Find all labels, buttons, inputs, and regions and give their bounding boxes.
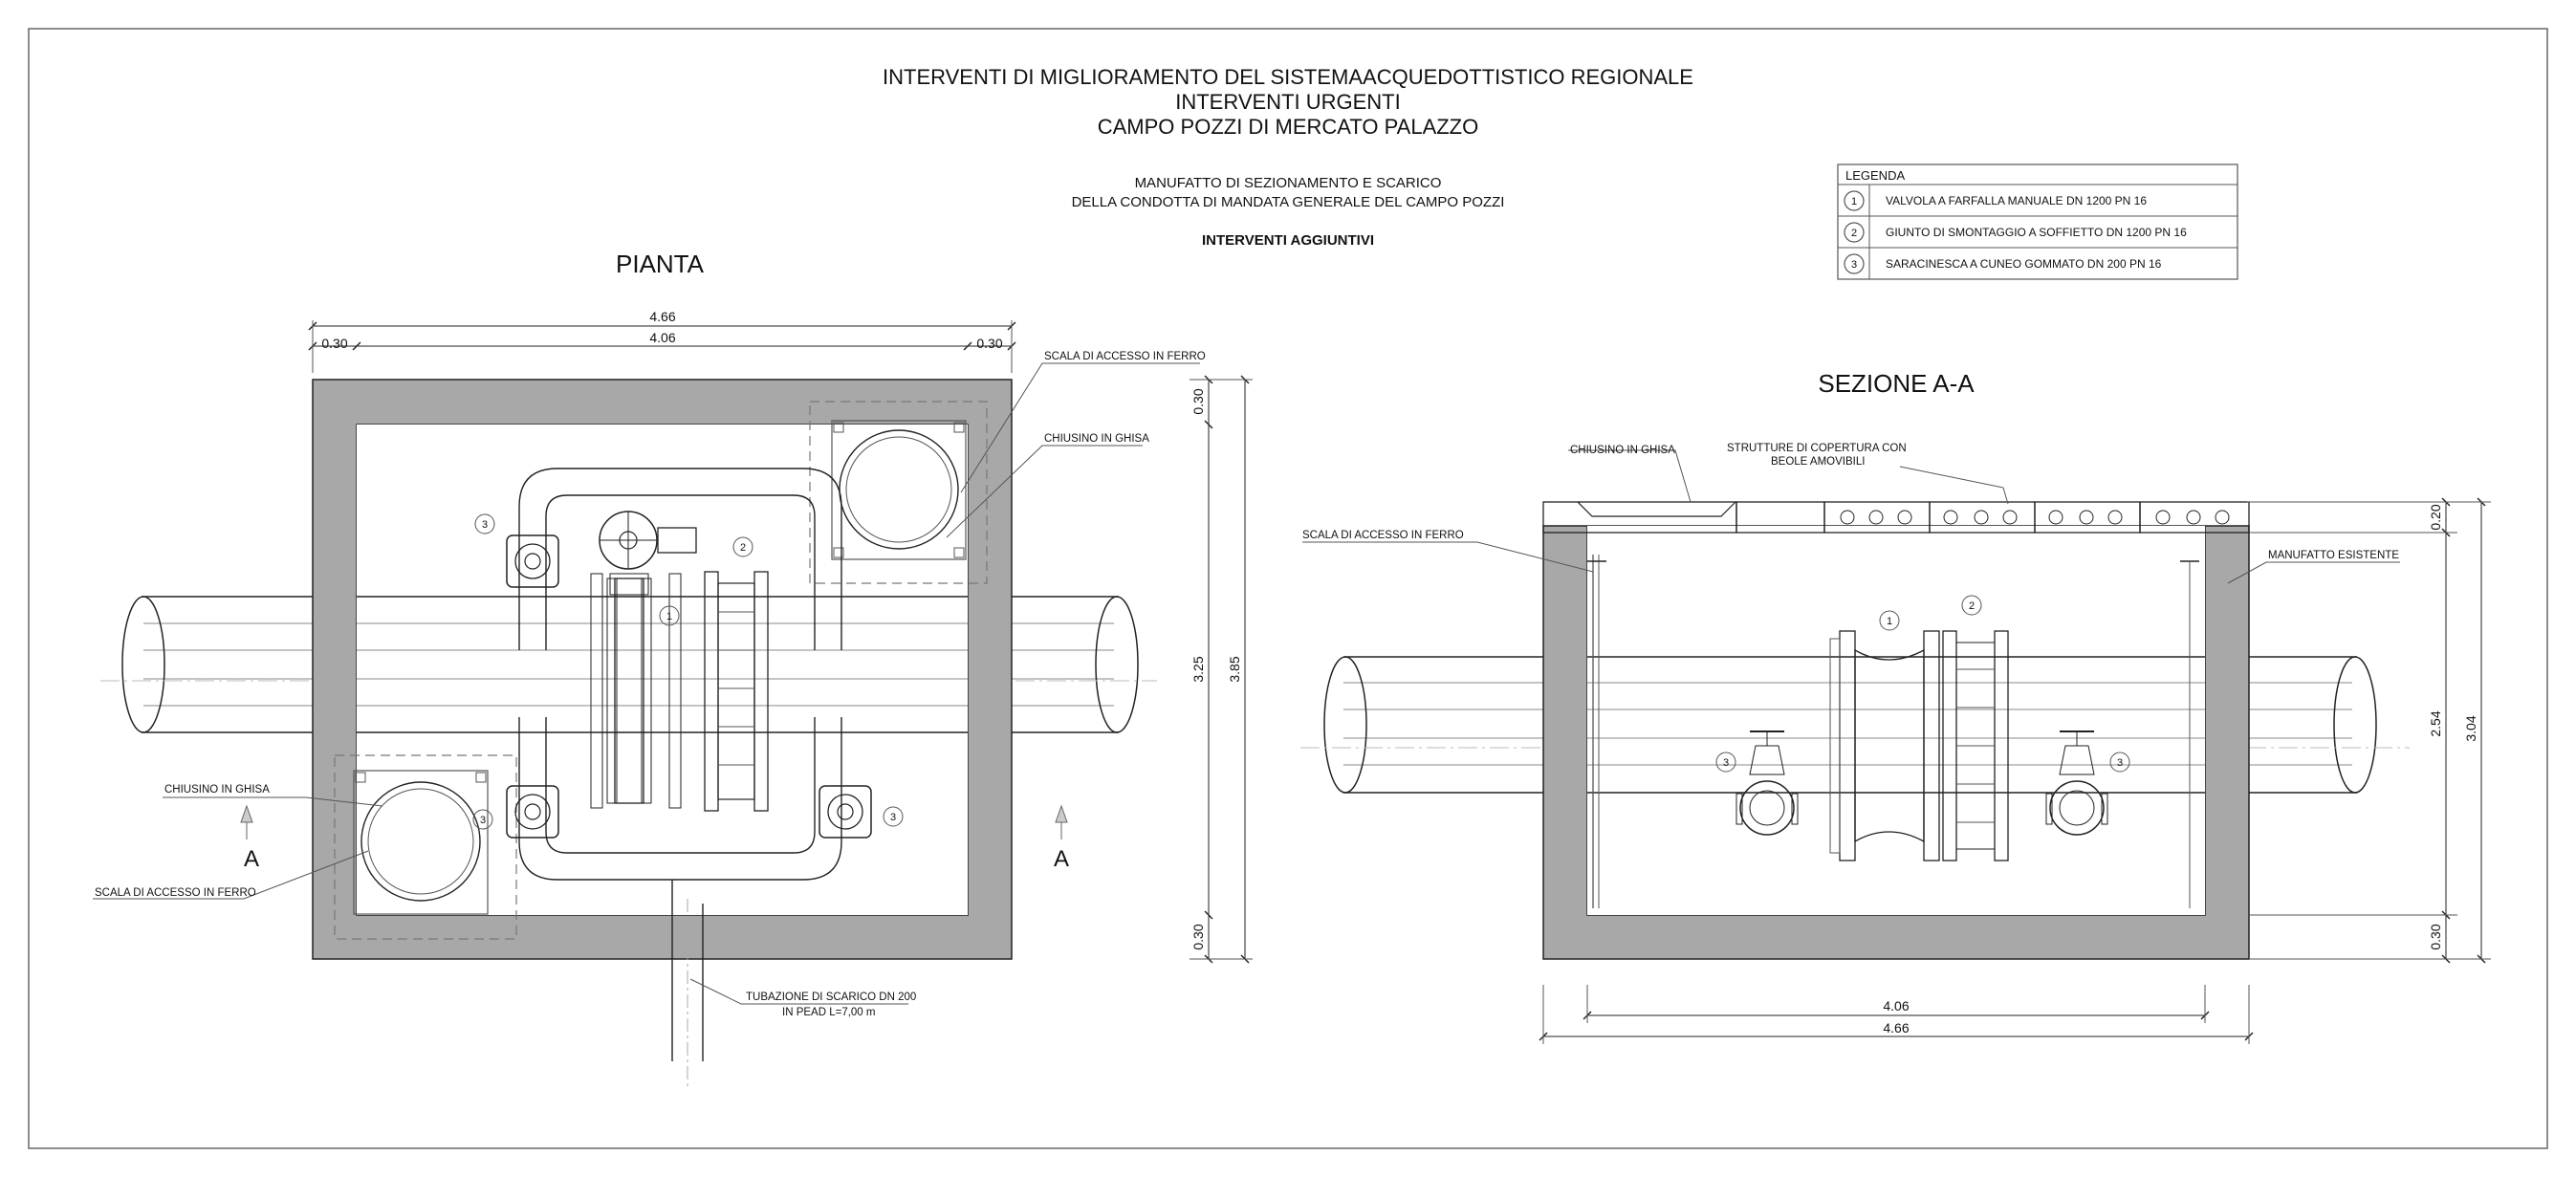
title-line-3: CAMPO POZZI DI MERCATO PALAZZO: [1098, 115, 1478, 139]
sheet-border: [28, 28, 2548, 1149]
section-dimensions: 0.20 2.54 3.04 0.30 4.06 4.66: [1539, 497, 2491, 1044]
plan-valve-flanges: [590, 573, 682, 809]
plan-label-ladder-left: SCALA DI ACCESSO IN FERRO: [95, 887, 256, 899]
plan-bypass-piping: [518, 468, 842, 1090]
plan-section-mark-right: A: [1054, 846, 1069, 872]
section-roof-slabs: [1542, 501, 2250, 534]
plan-view: PIANTA: [93, 250, 1253, 1090]
plan-label-cover-left: CHIUSINO IN GHISA: [164, 784, 270, 796]
plan-dimensions: 4.66 4.06 0.30 0.30 0.30 3.25 3.85 0.30: [308, 309, 1253, 964]
legend-num-1: 1: [1851, 196, 1857, 207]
plan-section-mark-left: A: [244, 846, 259, 872]
section-label-roof-1: STRUTTURE DI COPERTURA CON: [1727, 443, 1907, 454]
subtitle-line-1: MANUFATTO DI SEZIONAMENTO E SCARICO: [1135, 175, 1442, 191]
subtitle-line-3: INTERVENTI AGGIUNTIVI: [1202, 232, 1374, 249]
plan-manhole-bottom: [334, 754, 517, 940]
legend-item-3: SARACINESCA A CUNEO GOMMATO DN 200 PN 16: [1886, 257, 2162, 271]
plan-dim-right: 0.30: [976, 336, 1002, 351]
section-dim-overall-w: 4.66: [1883, 1020, 1909, 1035]
section-ladder: [1587, 555, 2199, 908]
section-label-roof-2: BEOLE AMOVIBILI: [1771, 456, 1865, 468]
title-block: INTERVENTI DI MIGLIORAMENTO DEL SISTEMAA…: [883, 65, 1693, 249]
section-butterfly-valve: [1829, 630, 1940, 861]
plan-marker-2: 2: [740, 542, 746, 554]
section-marker-2: 2: [1969, 600, 1975, 612]
plan-dim-bottom-wall: 0.30: [1190, 924, 1206, 949]
title-line-2: INTERVENTI URGENTI: [1175, 90, 1401, 114]
legend-num-2: 2: [1851, 228, 1857, 239]
legend-title: LEGENDA: [1845, 168, 1905, 183]
plan-gate-valve-bottom-left: [506, 785, 559, 839]
section-dim-top: 0.20: [2428, 504, 2443, 530]
plan-label-cover-top: CHIUSINO IN GHISA: [1044, 433, 1149, 445]
plan-marker-1: 1: [666, 611, 672, 622]
plan-label-drain-1: TUBAZIONE DI SCARICO DN 200: [746, 992, 916, 1003]
plan-marker-3b: 3: [480, 815, 486, 826]
plan-dim-left: 0.30: [321, 336, 347, 351]
plan-dim-inner-h: 3.25: [1190, 656, 1206, 682]
section-marker-3b: 3: [2117, 757, 2123, 769]
plan-dim-overall-h: 3.85: [1227, 656, 1242, 682]
section-label-existing: MANUFATTO ESISTENTE: [2268, 550, 2399, 561]
title-line-1: INTERVENTI DI MIGLIORAMENTO DEL SISTEMAA…: [883, 65, 1693, 89]
plan-marker-3a: 3: [482, 519, 488, 531]
plan-butterfly-valve: [599, 511, 697, 804]
subtitle-line-2: DELLA CONDOTTA DI MANDATA GENERALE DEL C…: [1072, 194, 1505, 210]
legend-item-2: GIUNTO DI SMONTAGGIO A SOFFIETTO DN 1200…: [1886, 226, 2187, 239]
legend-item-1: VALVOLA A FARFALLA MANUALE DN 1200 PN 16: [1886, 194, 2147, 207]
section-dismantling-joint: [1942, 630, 2009, 861]
plan-gate-valve-bottom-right: [819, 785, 872, 839]
section-title: SEZIONE A-A: [1818, 369, 1975, 398]
legend-num-3: 3: [1851, 259, 1857, 271]
legend: LEGENDA 1 VALVOLA A FARFALLA MANUALE DN …: [1837, 163, 2238, 280]
plan-label-drain-2: IN PEAD L=7,00 m: [782, 1007, 875, 1018]
plan-dismantling-joint: [704, 571, 769, 812]
section-view: SEZIONE A-A: [1300, 369, 2491, 1044]
section-gate-valve-right: [2045, 730, 2108, 836]
section-gate-valve-left: [1736, 730, 1799, 836]
section-marker-3a: 3: [1723, 757, 1729, 769]
section-label-cover: CHIUSINO IN GHISA: [1570, 445, 1675, 456]
section-dim-inner-h: 2.54: [2428, 710, 2443, 736]
section-dim-bottom: 0.30: [2428, 924, 2443, 949]
section-dim-overall-h: 3.04: [2463, 715, 2478, 741]
plan-label-ladder-top: SCALA DI ACCESSO IN FERRO: [1044, 351, 1206, 362]
section-dim-inner-w: 4.06: [1883, 998, 1909, 1014]
plan-dim-overall: 4.66: [649, 309, 675, 324]
section-marker-1: 1: [1887, 616, 1892, 627]
plan-marker-3c: 3: [890, 812, 896, 823]
plan-chamber-interior: [357, 425, 968, 915]
plan-dim-inner: 4.06: [649, 330, 675, 345]
section-chamber-interior: [1587, 526, 2205, 915]
plan-manhole-top: [809, 401, 988, 584]
section-label-ladder: SCALA DI ACCESSO IN FERRO: [1302, 530, 1464, 541]
plan-title: PIANTA: [616, 250, 705, 278]
plan-gate-valve-top: [506, 534, 559, 588]
plan-dim-top-wall: 0.30: [1190, 388, 1206, 414]
